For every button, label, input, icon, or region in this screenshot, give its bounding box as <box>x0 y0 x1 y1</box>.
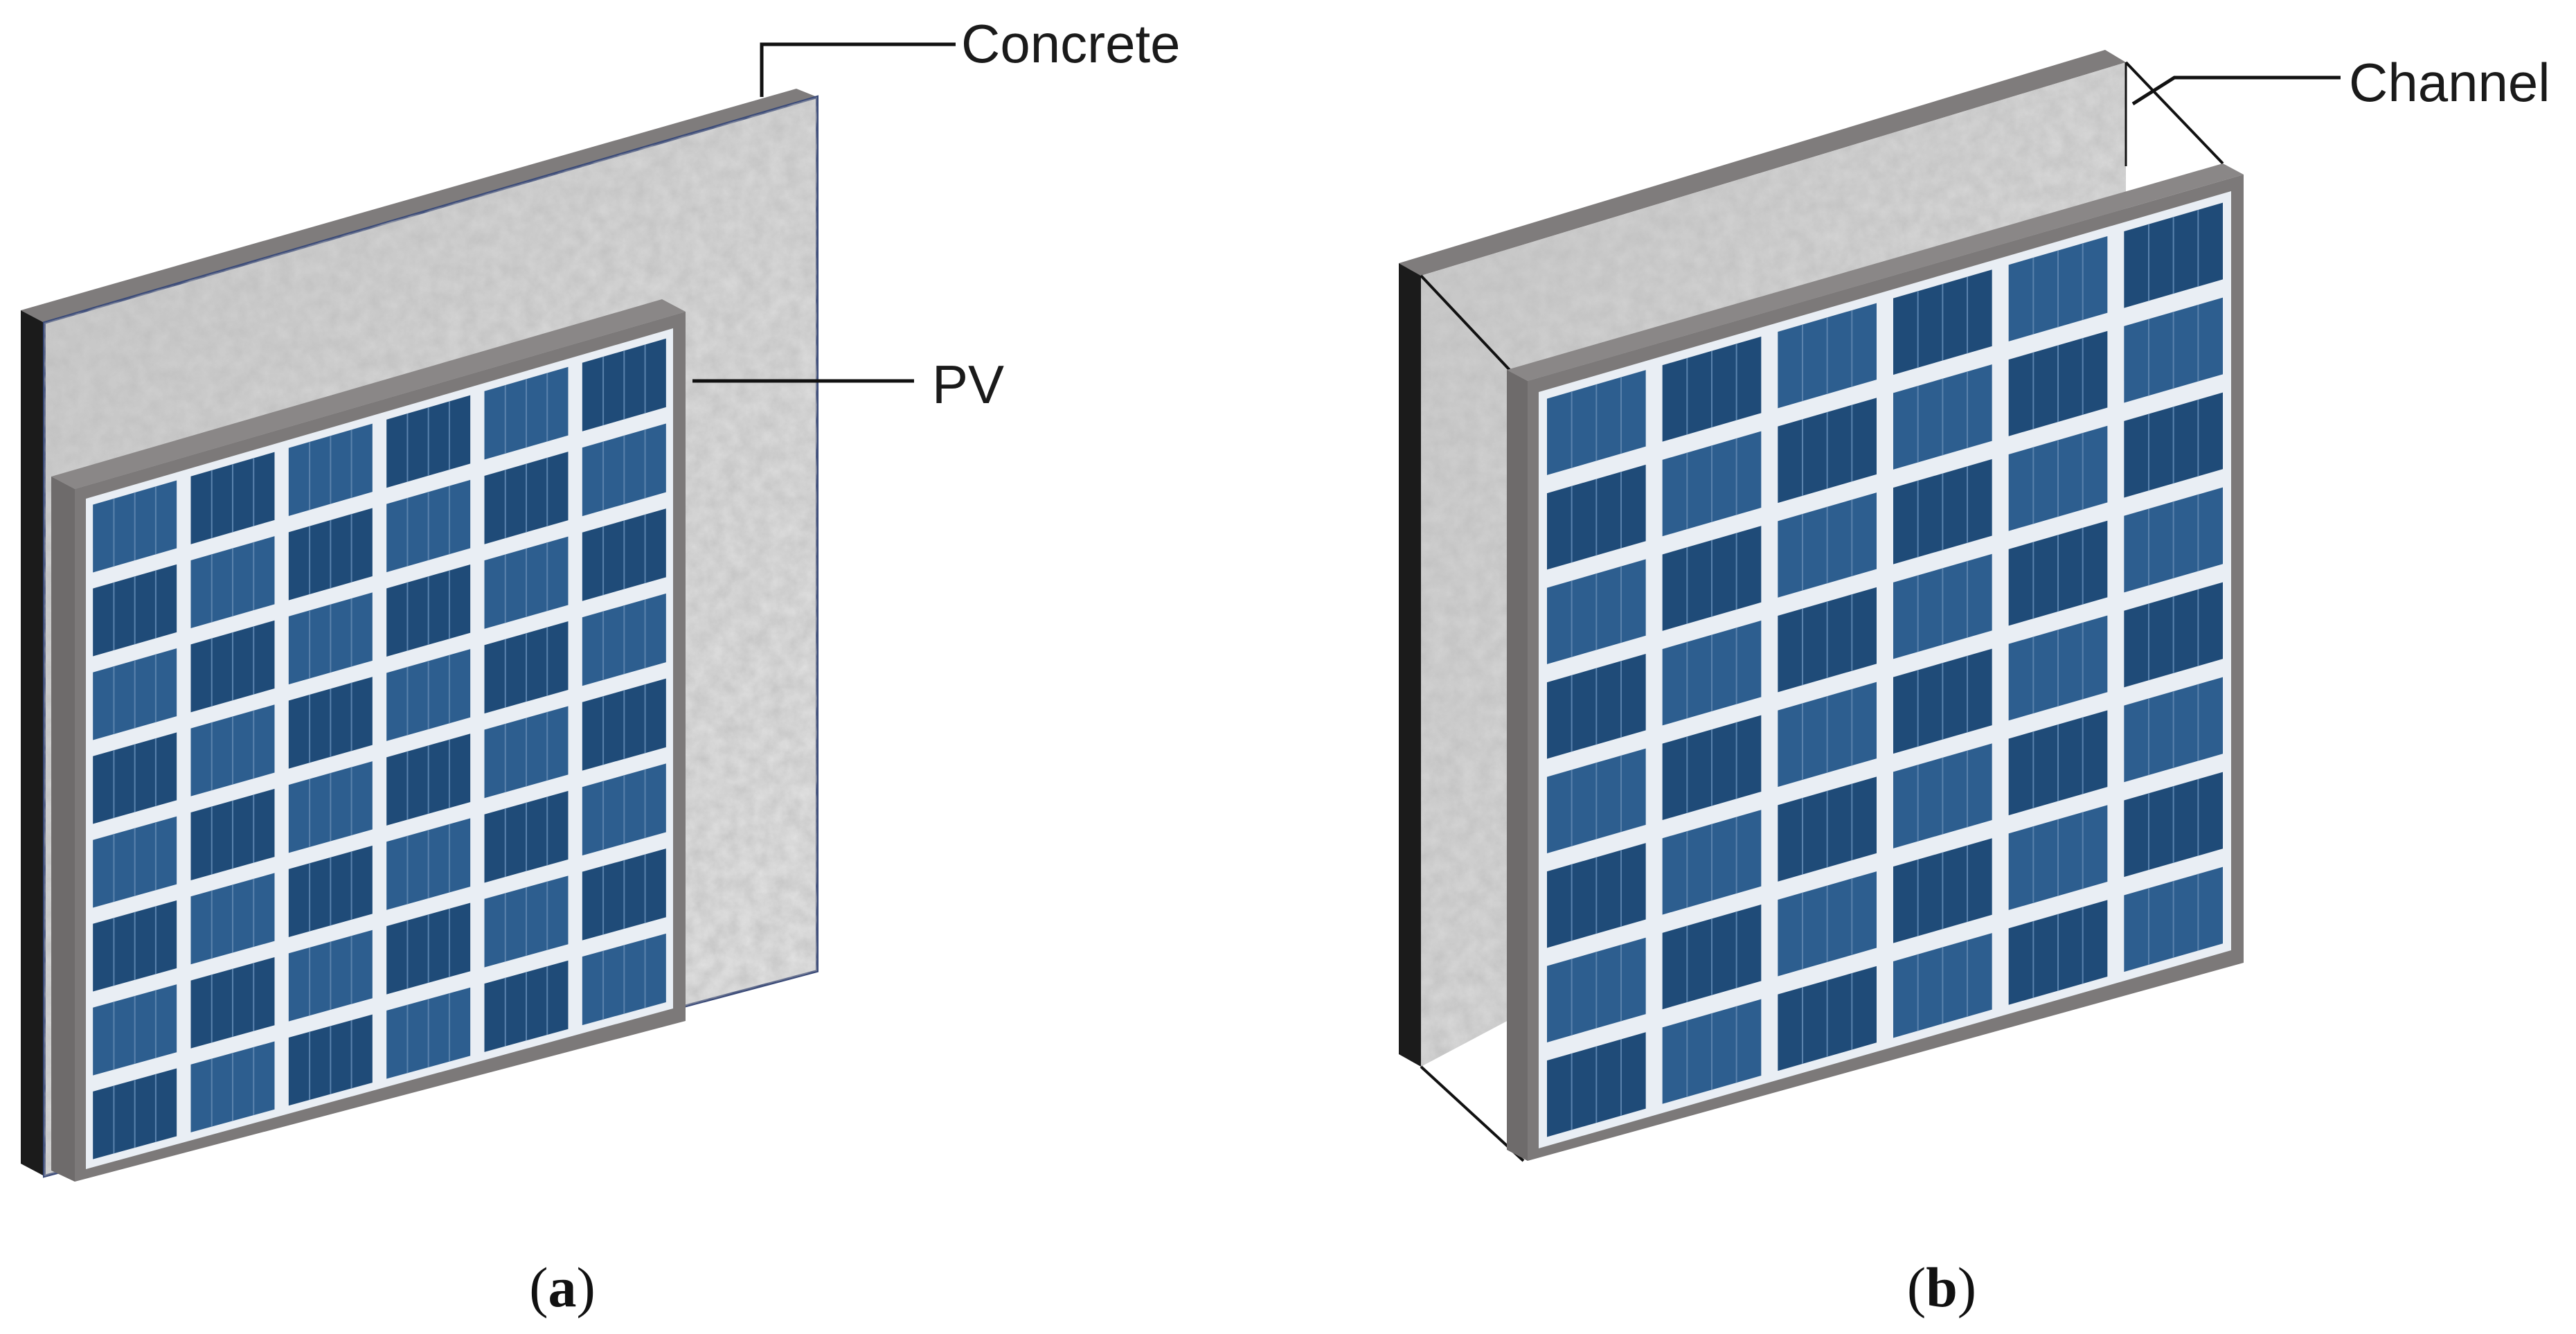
concrete-leader-line <box>760 42 956 97</box>
channel-leader-line <box>2131 75 2341 106</box>
channel-top-right-line <box>2125 61 2224 165</box>
pv-frame-depth <box>51 299 686 489</box>
caption-b-letter: b <box>1926 1256 1958 1319</box>
channel-bottom-line <box>1420 1065 1525 1162</box>
caption-b: (b) <box>1907 1256 1976 1319</box>
diagram-a <box>21 89 819 1182</box>
pv-a-cell-backing <box>86 328 673 1169</box>
pv-panel-cells-b <box>1539 191 2231 1148</box>
caption-b-close: ) <box>1958 1256 1976 1319</box>
channel-top-line <box>1420 274 1511 371</box>
pv-panel-cells-a <box>86 328 673 1169</box>
pv-frame-side <box>51 477 75 1182</box>
pv-frame-side-b <box>1507 370 1528 1161</box>
concrete-wall-side-edge <box>21 310 44 1176</box>
caption-a-close: ) <box>577 1256 596 1319</box>
pv-frame-depth-b <box>1507 163 2244 381</box>
back-wall-top-edge <box>1399 50 2126 276</box>
concrete-wall-top-edge <box>21 89 817 323</box>
diagram-b <box>1399 50 2244 1162</box>
pv-b-cell-backing <box>1539 191 2231 1148</box>
caption-a: (a) <box>529 1256 596 1319</box>
channel-label: Channel <box>2349 52 2550 113</box>
pv-label: PV <box>932 354 1004 415</box>
concrete-label: Concrete <box>961 13 1181 74</box>
caption-a-letter: a <box>548 1256 577 1319</box>
caption-a-open: ( <box>529 1256 548 1319</box>
caption-b-open: ( <box>1907 1256 1926 1319</box>
back-wall-side-edge <box>1399 263 1421 1067</box>
